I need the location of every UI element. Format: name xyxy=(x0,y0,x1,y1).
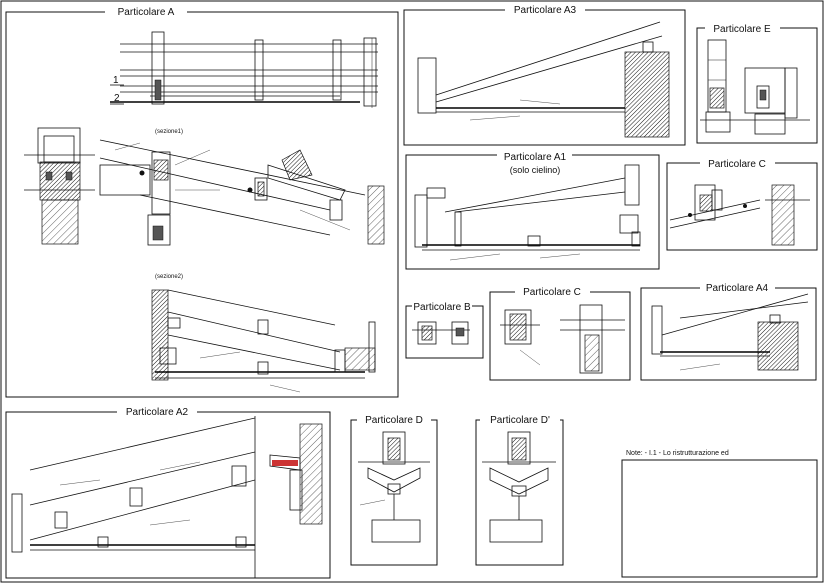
plan-view-beams: 1 2 xyxy=(110,31,378,108)
panel-subtitle: (solo cielino) xyxy=(510,165,561,175)
panel-particolare-a2: Particolare A2 xyxy=(5,406,331,579)
panel-particolare-c-middle: Particolare C xyxy=(489,286,631,381)
panel-title: Particolare D xyxy=(365,415,423,426)
panel-particolare-d-prime: Particolare D' xyxy=(475,414,564,566)
notes-text: Note: - I.1 - Lo ristrutturazione ed xyxy=(626,450,729,457)
section-mark-2: 2 xyxy=(114,93,120,104)
panel-particolare-a: Particolare A 1 2 (sezione1) xyxy=(5,6,399,398)
notes-box xyxy=(621,459,818,578)
panel-title: Particolare E xyxy=(713,24,771,35)
panel-title: Particolare A xyxy=(118,7,175,18)
panel-title: Particolare A4 xyxy=(706,283,769,294)
panel-title: Particolare D' xyxy=(490,415,550,426)
panel-frame xyxy=(5,11,399,398)
panel-frame xyxy=(666,162,818,251)
panel-particolare-d: Particolare D xyxy=(350,414,438,566)
panel-title: Particolare A1 xyxy=(504,152,567,163)
section-1-label: (sezione1) xyxy=(155,129,183,135)
panel-title: Particolare C xyxy=(523,287,581,298)
panel-particolare-a3: Particolare A3 xyxy=(403,4,686,146)
panel-frame xyxy=(405,305,484,359)
panel-title: Particolare A2 xyxy=(126,407,189,418)
section-mark-1: 1 xyxy=(113,75,119,86)
panel-title: Particolare A3 xyxy=(514,5,577,16)
panel-particolare-c-upper: Particolare C xyxy=(666,158,818,251)
panel-particolare-a4: Particolare A4 xyxy=(640,282,817,381)
panel-particolare-e: Particolare E xyxy=(696,22,818,144)
section-2-label: (sezione2) xyxy=(155,274,183,280)
panel-title: Particolare C xyxy=(708,159,766,170)
panel-frame xyxy=(5,411,331,579)
panel-title: Particolare B xyxy=(413,302,471,313)
section-1-detail: (sezione1) xyxy=(24,127,385,246)
panel-particolare-b: Particolare B xyxy=(405,300,484,359)
section-2-detail: (sezione2) xyxy=(151,274,376,393)
notes-block: Note: - I.1 - Lo ristrutturazione ed xyxy=(621,450,818,578)
panel-particolare-a1: Particolare A1 (solo cielino) xyxy=(405,150,660,270)
panel-frame xyxy=(696,27,818,144)
